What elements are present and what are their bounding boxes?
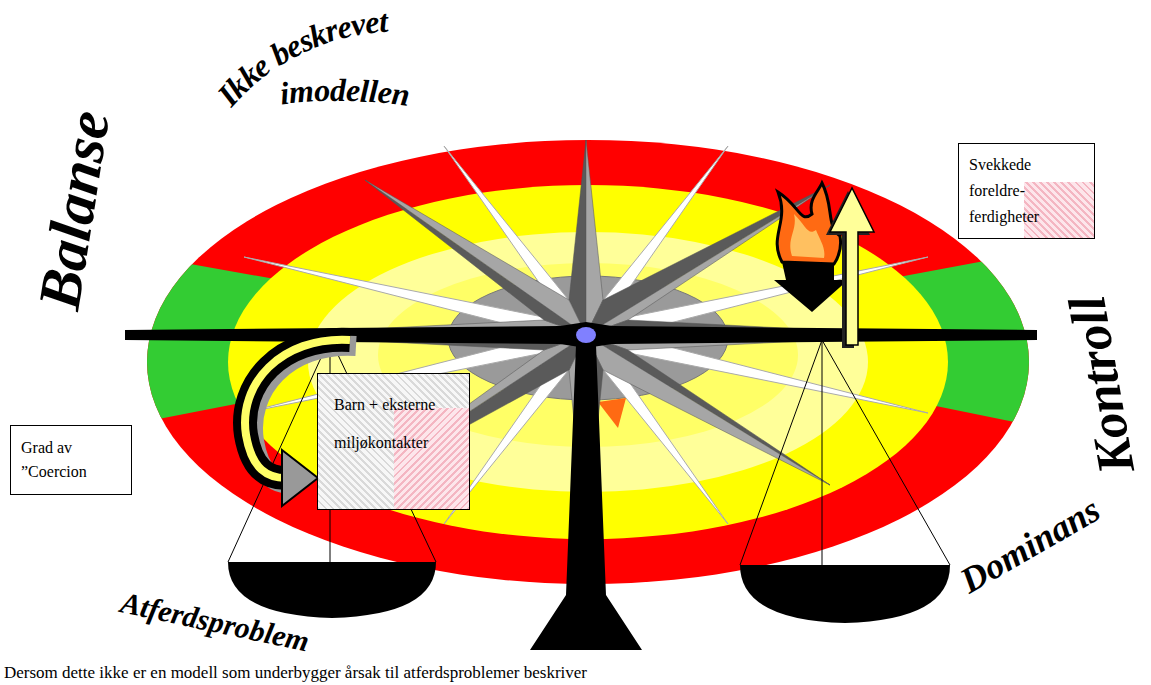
compass-point: [586, 335, 830, 485]
axis-label: Dominans: [954, 491, 1105, 599]
right-pan: [740, 565, 950, 623]
compass-point: [586, 335, 830, 485]
pivot-dot: [576, 327, 596, 343]
compass-point: [365, 180, 586, 335]
pan-string: [740, 340, 822, 565]
up-arrow: [826, 188, 874, 348]
callout-box: Svekkede foreldre- ferdigheter: [958, 143, 1095, 239]
callout-box: Grad av ”Coercion: [10, 425, 132, 495]
flame: [777, 183, 840, 264]
arc-letter: d: [330, 74, 346, 106]
box-text: Grad av ”Coercion: [21, 436, 121, 484]
box-text: Svekkede foreldre- ferdigheter: [969, 152, 1084, 230]
flame-core: [790, 214, 824, 258]
curved-arrow-head: [282, 450, 318, 506]
compass-point: [365, 180, 586, 335]
axis-label: Kontroll: [1061, 292, 1143, 477]
orange-point: [598, 398, 626, 428]
axis-label: Balanse: [29, 107, 120, 314]
arc-letter: n: [390, 77, 412, 111]
arc-letter: e: [346, 74, 361, 106]
body-text: Dersom dette ikke er en modell som under…: [4, 663, 587, 683]
arc-letter: o: [314, 74, 331, 107]
down-arrow: [774, 262, 848, 312]
hatch-fill: [394, 408, 470, 509]
callout-box: Barn + eksterne miljøkontakter: [317, 373, 470, 510]
scale-pillar: [530, 345, 642, 650]
arc-letter: [388, 4, 397, 36]
left-pan: [228, 562, 436, 618]
flame-arrow: [774, 183, 848, 312]
box-text: Barn + eksterne miljøkontakter: [334, 386, 453, 462]
up-arrow-body: [830, 188, 874, 345]
scale-beam: [125, 322, 1037, 348]
arc-label: Ikke beskrevet imodellen: [190, 0, 430, 130]
pan-string: [822, 340, 950, 565]
pan-string: [822, 340, 823, 565]
arc-letter: t: [378, 4, 389, 37]
arc-letter: m: [288, 75, 315, 109]
